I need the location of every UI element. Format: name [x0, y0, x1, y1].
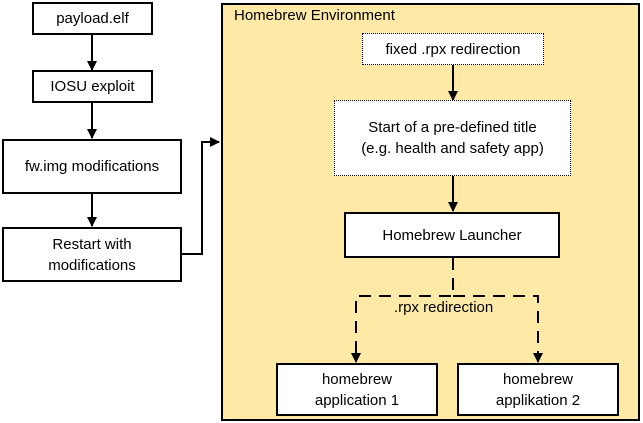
edge-restart-environment	[182, 137, 220, 255]
node-homebrew-launcher: Homebrew Launcher	[344, 212, 560, 258]
node-label: fw.img modifications	[24, 158, 160, 175]
node-predefined-title: Start of a pre-defined title (e.g. healt…	[334, 100, 571, 176]
node-label: fixed .rpx redirection	[385, 40, 521, 58]
node-label: IOSU exploit	[50, 78, 135, 95]
node-payload-elf: payload.elf	[32, 2, 153, 35]
node-label: homebrew application 1	[314, 370, 400, 409]
node-homebrew-application-1: homebrew application 1	[276, 363, 438, 416]
node-label: Restart with modifications	[48, 235, 136, 274]
edge-launcher-app2	[453, 295, 543, 363]
node-restart-with-modifications: Restart with modifications	[2, 227, 182, 282]
edge-label-rpx-redirection: .rpx redirection	[394, 299, 494, 316]
node-label: payload.elf	[56, 10, 129, 27]
node-iosu-exploit: IOSU exploit	[32, 70, 153, 103]
node-label: Start of a pre-defined title (e.g. healt…	[361, 119, 544, 157]
edge-launcher-app1	[351, 258, 454, 363]
environment-title: Homebrew Environment	[234, 7, 395, 24]
node-homebrew-applikation-2: homebrew applikation 2	[457, 363, 619, 416]
node-fixed-rpx-redirection: fixed .rpx redirection	[362, 33, 544, 65]
node-label: Homebrew Launcher	[382, 226, 522, 244]
node-label: homebrew applikation 2	[495, 370, 581, 409]
node-fwimg-modifications: fw.img modifications	[2, 139, 182, 194]
